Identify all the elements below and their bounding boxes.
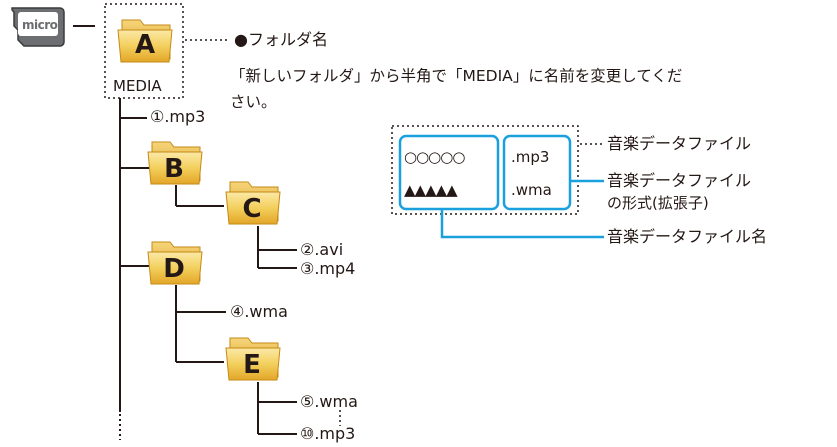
legend-ext-label-line2: の形式(拡張子) <box>607 194 709 212</box>
folder-note-line1: 「新しいフォルダ」から半角で「MEDIA」に名前を変更してくだ <box>230 67 683 85</box>
root-folder-highlight <box>104 3 184 99</box>
folder-a-letter: A <box>134 30 156 60</box>
legend-file-label: 音楽データファイル <box>607 134 752 153</box>
legend-name-row1: ○○○○○ <box>404 148 465 166</box>
legend-ext-row1: .mp3 <box>511 148 550 166</box>
folder-b-letter: B <box>164 154 184 184</box>
folder-c-letter: C <box>242 194 262 224</box>
card-label: micro <box>22 18 58 32</box>
folder-e-letter: E <box>243 350 261 380</box>
folder-note-line2: さい。 <box>230 93 277 111</box>
file-2-label: ②.avi <box>300 240 344 259</box>
file-3-label: ③.mp4 <box>300 259 356 278</box>
legend-name-label: 音楽データファイル名 <box>607 227 768 246</box>
legend-name-row2: ▲▲▲▲▲ <box>404 181 458 199</box>
legend-dotted-box <box>391 125 579 215</box>
file-10-label: ⑩.mp3 <box>300 424 356 443</box>
file-5-label: ⑤.wma <box>300 392 358 411</box>
file-1-label: ①.mp3 <box>150 107 206 126</box>
folder-note-title: ●フォルダ名 <box>234 30 328 49</box>
legend-ext-box <box>502 134 572 211</box>
folder-d-letter: D <box>163 254 185 284</box>
root-folder-name: MEDIA <box>113 77 162 95</box>
legend-name-box <box>398 134 500 211</box>
file-4-label: ④.wma <box>230 302 288 321</box>
legend-ext-row2: .wma <box>511 181 552 199</box>
legend-name-leader <box>440 209 604 239</box>
legend-ext-label-line1: 音楽データファイル <box>607 171 752 190</box>
microsd-card-icon <box>11 7 65 47</box>
